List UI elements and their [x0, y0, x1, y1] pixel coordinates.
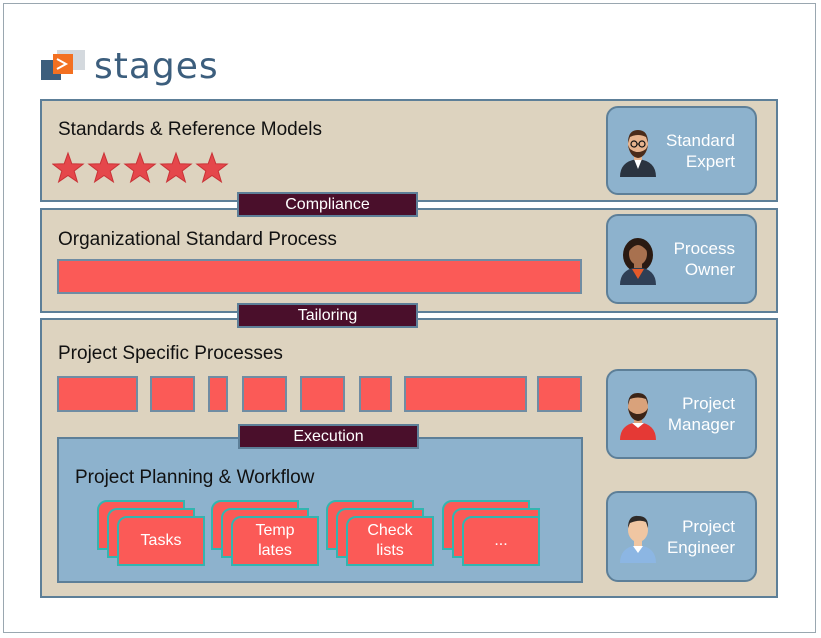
role-label-line2: Owner [684, 260, 735, 279]
tasks-card: Tasks [117, 516, 205, 566]
stages-logo-icon [41, 50, 85, 80]
tailoring-connector: Tailoring [237, 303, 418, 328]
stages-logo: stages [41, 46, 221, 90]
process-block [242, 376, 287, 412]
man-with-beard-and-glasses-avatar-icon [620, 129, 656, 177]
card-label-line1: ... [494, 532, 508, 549]
role-project-engineer: Project Engineer [606, 491, 757, 582]
execution-connector: Execution [238, 424, 419, 449]
role-label-line1: Standard [666, 130, 735, 150]
role-project-manager: Project Manager [606, 369, 757, 459]
role-standard-expert: Standard Expert [606, 106, 757, 195]
process-block [404, 376, 527, 412]
card-label-line1: Check [367, 522, 413, 539]
more-card: ... [462, 516, 540, 566]
card-label-line2: lates [258, 542, 292, 559]
standards-band-title: Standards & Reference Models [58, 119, 323, 140]
compliance-connector: Compliance [237, 192, 418, 217]
card-label-line1: Temp [255, 522, 295, 539]
star-icon [159, 151, 193, 184]
logo-text: stages [94, 46, 219, 87]
role-label-line1: Process [673, 239, 735, 258]
role-label-line2: Expert [685, 151, 735, 171]
templates-card: Temp lates [231, 516, 319, 566]
process-block [359, 376, 392, 412]
card-label-line1: Tasks [140, 532, 182, 549]
process-block [208, 376, 228, 412]
man-with-beard-avatar-icon [620, 393, 656, 440]
star-icon [195, 151, 229, 184]
role-label-line2: Engineer [666, 537, 735, 557]
project-band-title: Project Specific Processes [58, 343, 283, 364]
role-label-line2: Manager [667, 415, 735, 434]
star-icon [87, 151, 121, 184]
star-icon [52, 151, 85, 184]
role-label-line1: Project [682, 516, 735, 536]
young-man-avatar-icon [620, 515, 656, 563]
role-label-line1: Project [682, 394, 735, 413]
card-label-line2: lists [376, 542, 404, 559]
star-icon [123, 151, 157, 184]
project-planning-title: Project Planning & Workflow [75, 467, 315, 488]
process-block [150, 376, 195, 412]
woman-with-curly-hair-avatar-icon [620, 238, 656, 285]
checklists-card: Check lists [346, 516, 434, 566]
organizational-process-block [57, 259, 582, 294]
organizational-band-title: Organizational Standard Process [58, 229, 337, 250]
process-block [300, 376, 345, 412]
process-block [537, 376, 582, 412]
role-process-owner: Process Owner [606, 214, 757, 304]
rating-stars [52, 151, 229, 184]
process-block [57, 376, 138, 412]
